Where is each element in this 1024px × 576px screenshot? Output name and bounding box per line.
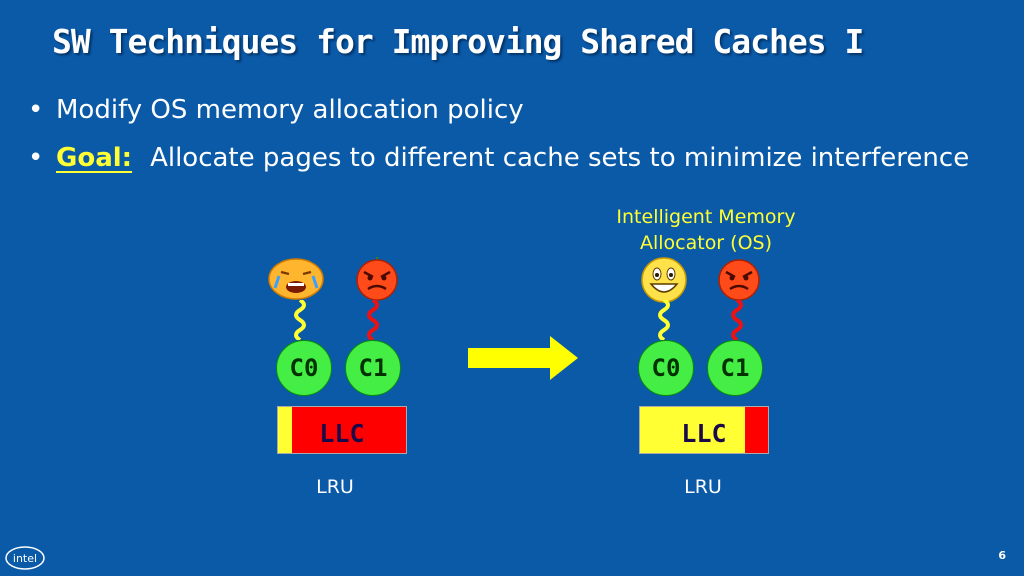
bullet-dot: • bbox=[28, 143, 44, 173]
goal-label: Goal: bbox=[56, 143, 133, 173]
intel-logo-icon: intel bbox=[4, 544, 46, 576]
bullet-dot: • bbox=[28, 95, 44, 125]
llc-c0-segment bbox=[640, 407, 745, 453]
core-c1: C1 bbox=[707, 340, 763, 396]
llc-c0-segment bbox=[278, 407, 293, 453]
c1-wire bbox=[363, 298, 383, 344]
page-number: 6 bbox=[998, 549, 1006, 562]
core-c1: C1 bbox=[345, 340, 401, 396]
core-c0: C0 bbox=[638, 340, 694, 396]
annotation-line-1: Intelligent Memory bbox=[616, 206, 796, 228]
c0-wire bbox=[290, 298, 310, 344]
bullet-2: • Goal: Allocate pages to different cache … bbox=[28, 143, 969, 173]
angry-face-icon bbox=[350, 256, 404, 305]
c0-wire bbox=[654, 298, 674, 344]
transition-arrow-icon bbox=[468, 336, 580, 384]
crying-face-icon bbox=[266, 255, 326, 307]
bullet-1: • Modify OS memory allocation policy bbox=[28, 95, 524, 125]
svg-text:intel: intel bbox=[13, 552, 37, 565]
llc-after-label: LLC bbox=[681, 419, 727, 448]
llc-after bbox=[639, 406, 769, 454]
lru-after-label: LRU bbox=[684, 476, 722, 498]
llc-before-label: LLC bbox=[319, 419, 365, 448]
annotation-line-2: Allocator (OS) bbox=[639, 232, 773, 254]
slide-title: SW Techniques for Improving Shared Cache… bbox=[52, 22, 864, 61]
llc-c1-segment bbox=[744, 407, 768, 453]
lru-before-label: LRU bbox=[316, 476, 354, 498]
core-c0: C0 bbox=[276, 340, 332, 396]
c1-wire bbox=[727, 298, 747, 344]
bullet-1-text: Modify OS memory allocation policy bbox=[56, 95, 524, 125]
llc-before bbox=[277, 406, 407, 454]
happy-face-icon bbox=[640, 256, 688, 308]
llc-c1-segment bbox=[292, 407, 406, 453]
allocator-annotation: Intelligent Memory Allocator (OS) bbox=[596, 204, 816, 256]
bullet-2-text: Allocate pages to different cache sets t… bbox=[150, 143, 970, 173]
angry-face-icon bbox=[712, 257, 766, 305]
